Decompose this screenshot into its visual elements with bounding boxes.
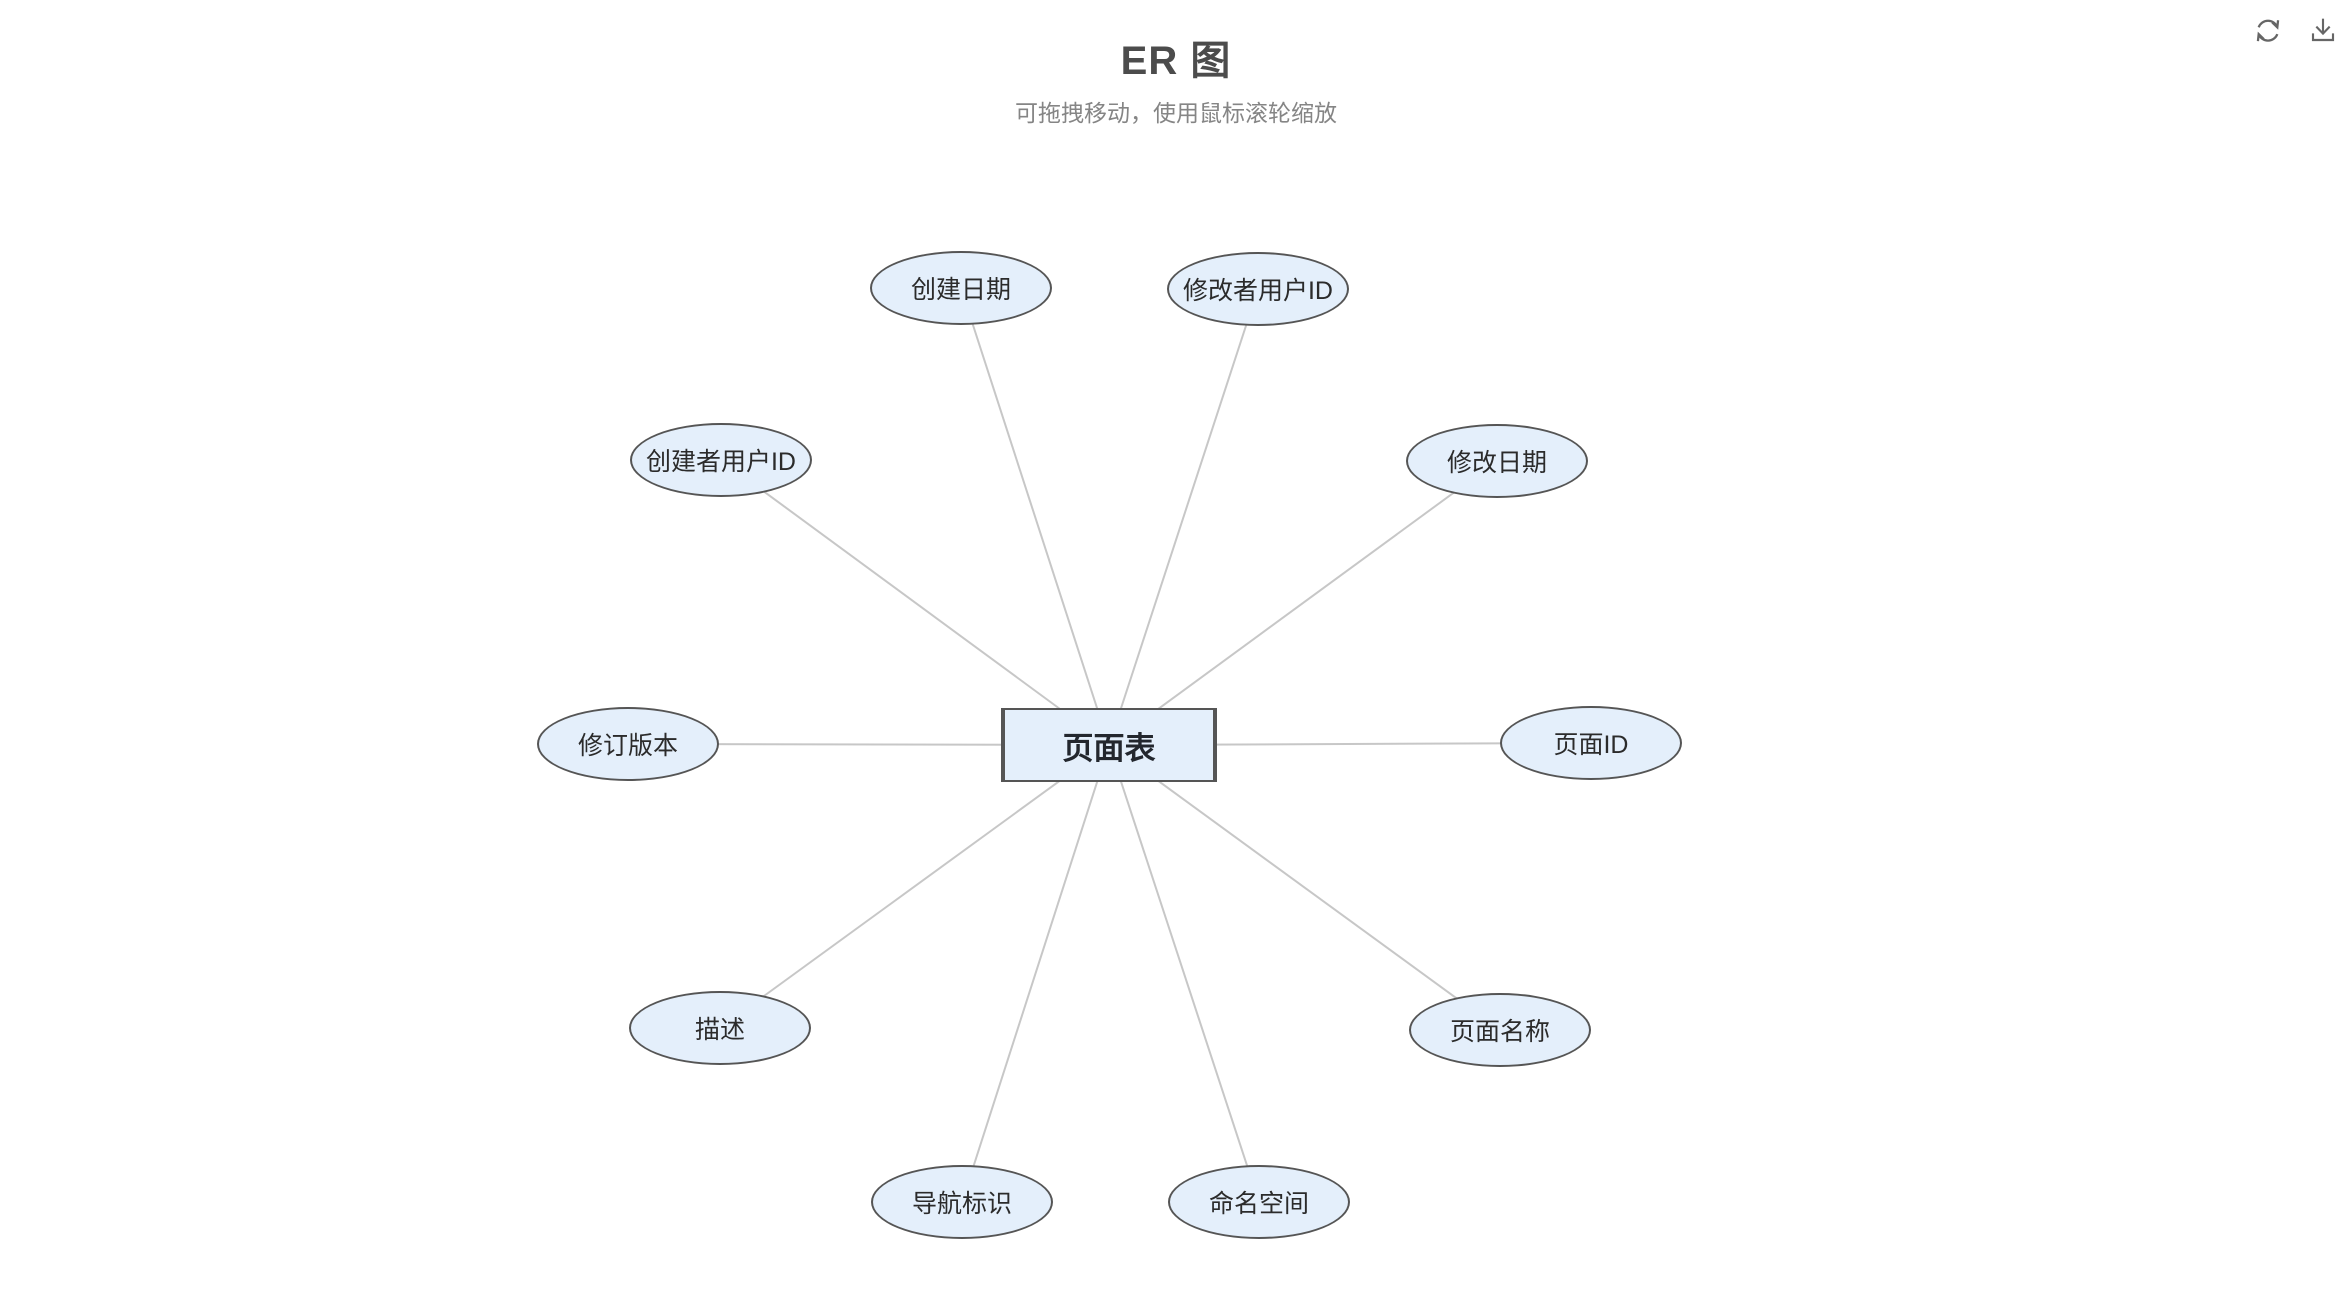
- refresh-icon: [2256, 19, 2280, 42]
- entity-node[interactable]: 页面表: [1001, 708, 1217, 782]
- attribute-label: 修订版本: [577, 732, 678, 760]
- attribute-node[interactable]: 创建日期: [870, 251, 1052, 325]
- attribute-label: 导航标识: [911, 1190, 1012, 1218]
- attribute-label: 命名空间: [1208, 1190, 1309, 1218]
- attribute-node[interactable]: 修订版本: [537, 707, 719, 781]
- attribute-node[interactable]: 修改者用户ID: [1167, 252, 1349, 326]
- attribute-label: 创建日期: [910, 276, 1011, 304]
- attribute-node[interactable]: 导航标识: [871, 1165, 1053, 1239]
- attribute-label: 页面ID: [1553, 731, 1629, 759]
- attribute-node[interactable]: 修改日期: [1406, 424, 1588, 498]
- attribute-node[interactable]: 命名空间: [1168, 1165, 1350, 1239]
- attribute-label: 页面名称: [1449, 1018, 1550, 1046]
- attribute-node[interactable]: 描述: [629, 991, 811, 1065]
- download-button[interactable]: [2306, 12, 2340, 48]
- attribute-label: 修改者用户ID: [1182, 277, 1333, 305]
- entity-label: 页面表: [1062, 730, 1156, 766]
- refresh-button[interactable]: [2251, 12, 2285, 48]
- attribute-label: 创建者用户ID: [645, 448, 796, 476]
- attribute-node[interactable]: 页面ID: [1500, 706, 1682, 780]
- attribute-node[interactable]: 创建者用户ID: [630, 423, 812, 497]
- attribute-node[interactable]: 页面名称: [1409, 993, 1591, 1067]
- toolbar: [2251, 12, 2340, 48]
- attribute-label: 描述: [694, 1016, 745, 1044]
- attribute-label: 修改日期: [1446, 449, 1547, 477]
- download-icon: [2311, 18, 2335, 42]
